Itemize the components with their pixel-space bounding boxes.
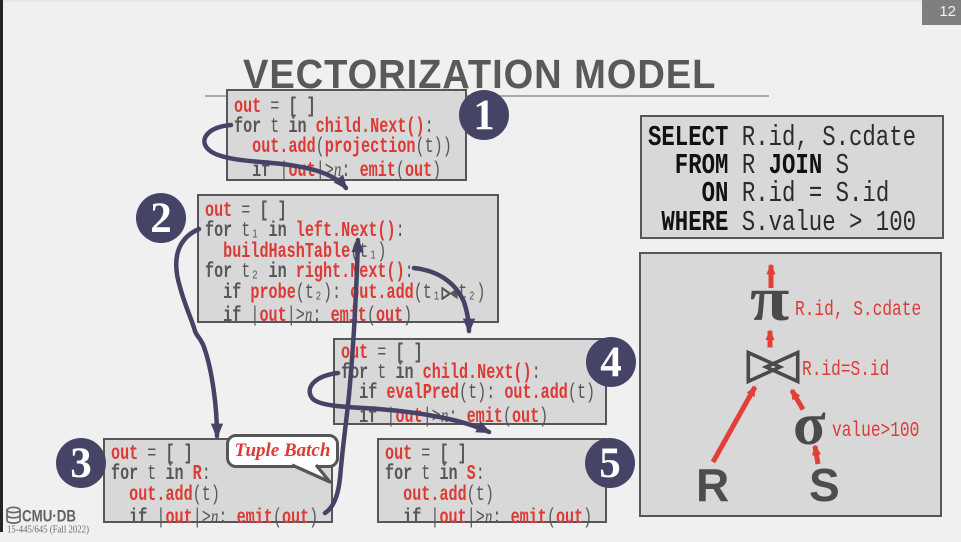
svg-text:CMU·DB: CMU·DB (22, 507, 76, 526)
svg-text:15-445/645 (Fall 2022): 15-445/645 (Fall 2022) (7, 525, 89, 536)
